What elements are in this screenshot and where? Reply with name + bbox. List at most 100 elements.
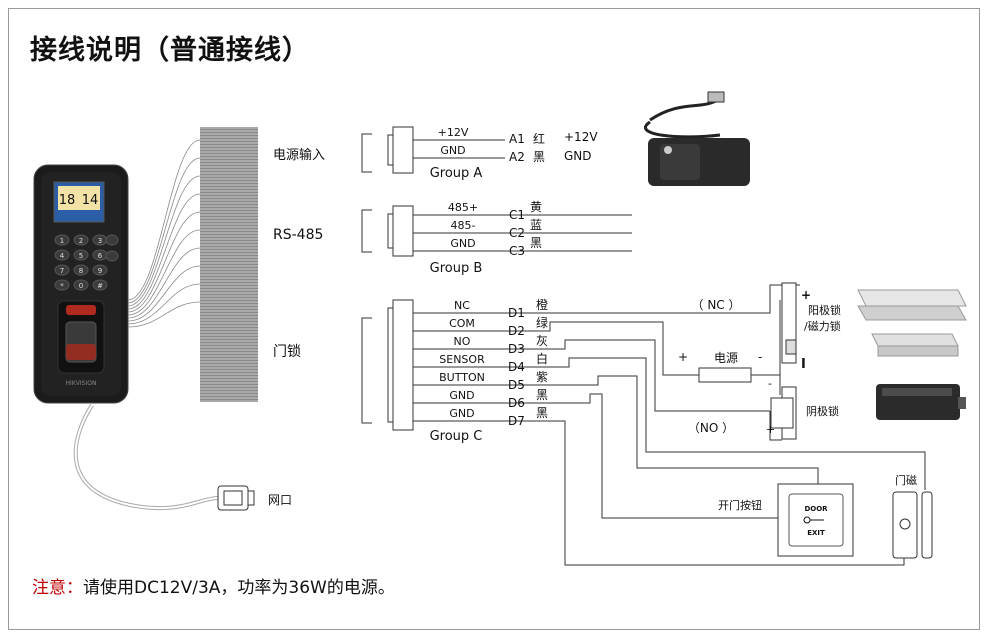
pin-c2: C2 (509, 226, 525, 240)
fingerprint-indicator (66, 305, 96, 315)
color-c2: 蓝 (530, 218, 542, 232)
power-note-text: 请使用DC12V/3A，功率为36W的电源。 (83, 578, 395, 598)
pin-d6: D6 (508, 396, 525, 410)
nc-label: （ NC ） (692, 298, 741, 312)
keypad-key-label: 6 (98, 252, 103, 260)
wire-label-c1: 485+ (448, 201, 478, 214)
pin-a1: A1 (509, 132, 525, 146)
connector-block-a (392, 126, 414, 174)
screen-time-hour: 18 (59, 193, 76, 208)
diagram-frame (8, 8, 980, 630)
flying-wire (127, 265, 201, 322)
keypad-key (73, 279, 89, 291)
keypad-key (92, 264, 108, 276)
wire-label-a2: GND (440, 144, 465, 157)
keypad-key (73, 234, 89, 246)
route-power-minus (751, 300, 781, 376)
section-label-power: 电源输入 (273, 147, 325, 163)
positive-lock-terminal: + I (781, 282, 811, 372)
negative-lock-terminal: + - (766, 377, 797, 440)
route-gnd-contact (533, 420, 905, 566)
wire-label-c2: 485- (451, 219, 476, 232)
magnetic-lock-image (857, 289, 967, 357)
pin-c1: C1 (509, 208, 525, 222)
wire-label-d6: GND (449, 389, 474, 402)
flying-wires (127, 139, 201, 328)
power-note-label: 注意： (32, 578, 83, 598)
negative-lock-label: 阴极锁 (806, 404, 839, 418)
keypad-key-label: 1 (60, 237, 64, 245)
network-port-label: 网口 (268, 493, 292, 507)
bracket-group-c (361, 317, 372, 424)
keypad-key-label: * (60, 282, 64, 290)
network-cable: 网口 (73, 403, 292, 511)
wire-label-d3: NO (454, 335, 471, 348)
keypad-key-label: 8 (79, 267, 83, 275)
svg-text:DOOR: DOOR (804, 505, 828, 513)
rj45-connector (217, 485, 249, 511)
wire-label-c3: GND (450, 237, 475, 250)
keypad-key (54, 264, 70, 276)
pin-a2: A2 (509, 150, 525, 164)
keypad-key (73, 264, 89, 276)
route-no-down (769, 411, 782, 441)
wire-label-d5: BUTTON (439, 371, 485, 384)
flying-wire (127, 247, 201, 319)
keypad-key (73, 249, 89, 261)
svg-text:+: + (801, 288, 811, 302)
lock-power-supply: 电源 + - (678, 350, 762, 383)
target-a2: GND (564, 149, 592, 163)
pin-d3: D3 (508, 342, 525, 356)
pin-d4: D4 (508, 360, 525, 374)
pin-d7: D7 (508, 414, 525, 428)
keypad-key-label: 9 (98, 267, 102, 275)
screen-time-display (58, 186, 100, 210)
color-c1: 黄 (530, 200, 542, 214)
bracket-group-a (361, 133, 372, 173)
flying-wire (127, 283, 201, 325)
keypad-key-label: # (97, 282, 103, 290)
brand-logo: HIKVISION (66, 380, 97, 387)
color-d5: 紫 (536, 370, 548, 384)
section-label-lock: 门锁 (273, 344, 301, 360)
group-a-label: Group A (430, 166, 483, 181)
keypad-key (54, 234, 70, 246)
color-d2: 绿 (536, 315, 548, 330)
lock-circuit (533, 284, 926, 566)
keypad-key-label: 5 (79, 252, 83, 260)
wire-label-d7: GND (449, 407, 474, 420)
color-d6: 黑 (536, 388, 548, 402)
color-d4: 白 (536, 351, 548, 366)
pin-d5: D5 (508, 378, 525, 392)
route-gnd-exit (533, 393, 780, 519)
pin-d1: D1 (508, 306, 525, 320)
page-title: 接线说明（普通接线） (30, 35, 310, 66)
keypad-nav-key (105, 234, 119, 246)
wire-label-a1: +12V (438, 126, 469, 139)
flying-wire (127, 139, 201, 301)
power-note: 注意：请使用DC12V/3A，功率为36W的电源。 (32, 573, 395, 598)
route-no (533, 339, 770, 412)
target-a1: +12V (564, 130, 598, 144)
color-d3: 灰 (536, 334, 548, 348)
keypad-key-label: 3 (98, 237, 102, 245)
svg-text:EXIT: EXIT (807, 529, 825, 537)
flying-wire (127, 301, 201, 328)
keypad-key-label: 2 (79, 237, 83, 245)
group-c-label: Group C (430, 429, 483, 444)
door-contact-label: 门磁 (895, 473, 917, 487)
bracket-group-b (361, 209, 372, 253)
svg-text:-: - (768, 377, 772, 390)
positive-lock-label-1: 阳极锁 (808, 303, 841, 317)
connector-block-c (392, 299, 414, 431)
wire-label-d4: SENSOR (439, 353, 485, 366)
screen-time-minute: 14 (82, 193, 99, 208)
route-nc (533, 284, 800, 314)
no-label: （NO ） (688, 421, 734, 435)
keypad-key-label: 0 (79, 282, 83, 290)
group-b-label: Group B (430, 261, 483, 276)
keypad-key (54, 249, 70, 261)
cable-bundle (200, 127, 258, 402)
